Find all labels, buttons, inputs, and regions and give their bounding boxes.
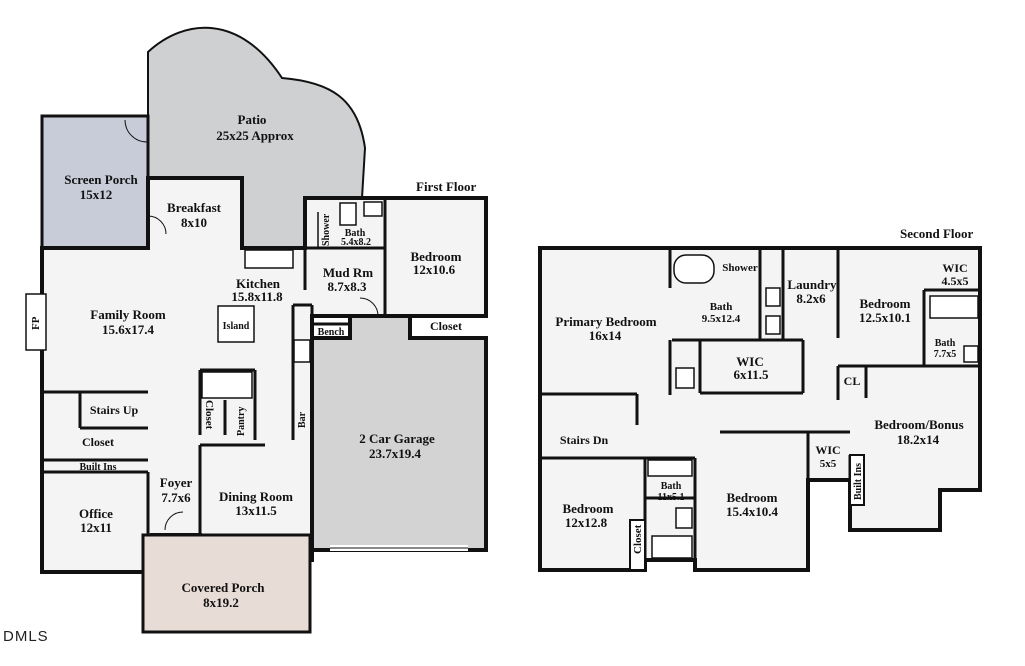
covered-porch-dims: 8x19.2 xyxy=(203,595,239,610)
hall-closet-label: Closet xyxy=(82,435,114,449)
dining-room-dims: 13x11.5 xyxy=(235,503,277,518)
patio-dims: 25x25 Approx xyxy=(216,128,294,143)
laundry-label: Laundry xyxy=(787,277,837,292)
screen-porch-label: Screen Porch xyxy=(64,172,138,187)
laundry-dims: 8.2x6 xyxy=(796,291,826,306)
kitchen-dims: 15.8x11.8 xyxy=(231,289,283,304)
bedroom-closet-label: Closet xyxy=(430,319,462,333)
fireplace xyxy=(25,293,47,351)
bath-hall-label: Bath xyxy=(661,481,682,492)
breakfast-label: Breakfast xyxy=(167,200,222,215)
primary-bedroom-dims: 16x14 xyxy=(589,328,622,343)
office-dims: 12x11 xyxy=(80,520,112,535)
second-floor-plan: Second Floor Primary Bedroom 16x14 Showe… xyxy=(538,226,982,572)
island-label: Island xyxy=(223,321,250,332)
bedroom-bonus-dims: 18.2x14 xyxy=(897,432,940,447)
mud-room-dims: 8.7x8.3 xyxy=(328,279,368,294)
breakfast-dims: 8x10 xyxy=(181,215,207,230)
garage-dims: 23.7x19.4 xyxy=(369,446,422,461)
first-floor-shower-label: Shower xyxy=(321,213,332,246)
stairs-dn-label: Stairs Dn xyxy=(560,433,609,447)
bedroom-sw-dims: 12x12.8 xyxy=(565,515,608,530)
kitchen-label: Kitchen xyxy=(236,276,281,291)
bench-label: Bench xyxy=(318,327,345,338)
wic-ne-label: WIC xyxy=(942,261,967,275)
shower-label: Shower xyxy=(722,262,758,274)
bath-ne-dims: 7.7x5 xyxy=(934,349,957,360)
first-floor-bath-dims: 5.4x8.2 xyxy=(341,237,371,248)
bedroom-ne-label: Bedroom xyxy=(859,296,910,311)
primary-bedroom-label: Primary Bedroom xyxy=(555,314,656,329)
fireplace-label: FP xyxy=(30,316,42,330)
office-label: Office xyxy=(79,506,113,521)
wic-primary-label: WIC xyxy=(736,354,763,369)
patio-area xyxy=(147,26,367,249)
first-floor-bedroom-label: Bedroom xyxy=(410,249,461,264)
screen-porch-dims: 15x12 xyxy=(80,187,113,202)
dining-room-label: Dining Room xyxy=(219,489,293,504)
first-floor-bath-label: Bath xyxy=(345,228,366,239)
second-floor-title: Second Floor xyxy=(900,226,974,241)
covered-porch-area xyxy=(141,533,312,634)
patio-label: Patio xyxy=(238,112,267,127)
bedroom-mid-label: Bedroom xyxy=(726,490,777,505)
family-room-label: Family Room xyxy=(90,307,166,322)
wic-ne-dims: 4.5x5 xyxy=(942,274,969,288)
stairs-up-label: Stairs Up xyxy=(90,403,139,417)
bar-label: Bar xyxy=(297,411,308,428)
foyer-dims: 7.7x6 xyxy=(161,490,191,505)
wic-small-label: WIC xyxy=(815,443,840,457)
primary-bath-dims: 9.5x12.4 xyxy=(702,313,741,325)
bedroom-sw-label: Bedroom xyxy=(562,501,613,516)
screen-porch-area xyxy=(40,114,150,250)
primary-bath-label: Bath xyxy=(710,301,733,313)
first-floor-bedroom-dims: 12x10.6 xyxy=(413,262,456,277)
foyer-closet-label: Closet xyxy=(203,400,215,430)
built-ins-label: Built Ins xyxy=(80,462,117,473)
wic-primary-dims: 6x11.5 xyxy=(733,367,769,382)
cl-label: CL xyxy=(844,374,861,388)
covered-porch-label: Covered Porch xyxy=(182,580,266,595)
closet-label-2: Closet xyxy=(632,524,644,554)
bedroom-bonus-label: Bedroom/Bonus xyxy=(874,417,963,432)
bedroom-ne-dims: 12.5x10.1 xyxy=(859,310,911,325)
mud-room-label: Mud Rm xyxy=(323,265,373,280)
foyer-label: Foyer xyxy=(160,475,193,490)
island-counter xyxy=(217,305,255,343)
first-floor-plan: First Floor Patio 25x25 Approx Screen Po… xyxy=(25,26,488,634)
first-floor-title: First Floor xyxy=(416,179,477,194)
bath-hall-dims: 11x5.1 xyxy=(658,492,685,503)
bath-ne-label: Bath xyxy=(935,338,956,349)
wic-small-dims: 5x5 xyxy=(820,458,837,470)
bedroom-mid-dims: 15.4x10.4 xyxy=(726,504,779,519)
garage-label: 2 Car Garage xyxy=(359,431,435,446)
built-ins-cabinet xyxy=(849,454,865,506)
family-room-dims: 15.6x17.4 xyxy=(102,322,155,337)
built-ins-label-2: Built Ins xyxy=(853,463,864,500)
pantry-label: Pantry xyxy=(236,407,247,436)
dmls-watermark: DMLS xyxy=(3,628,49,645)
